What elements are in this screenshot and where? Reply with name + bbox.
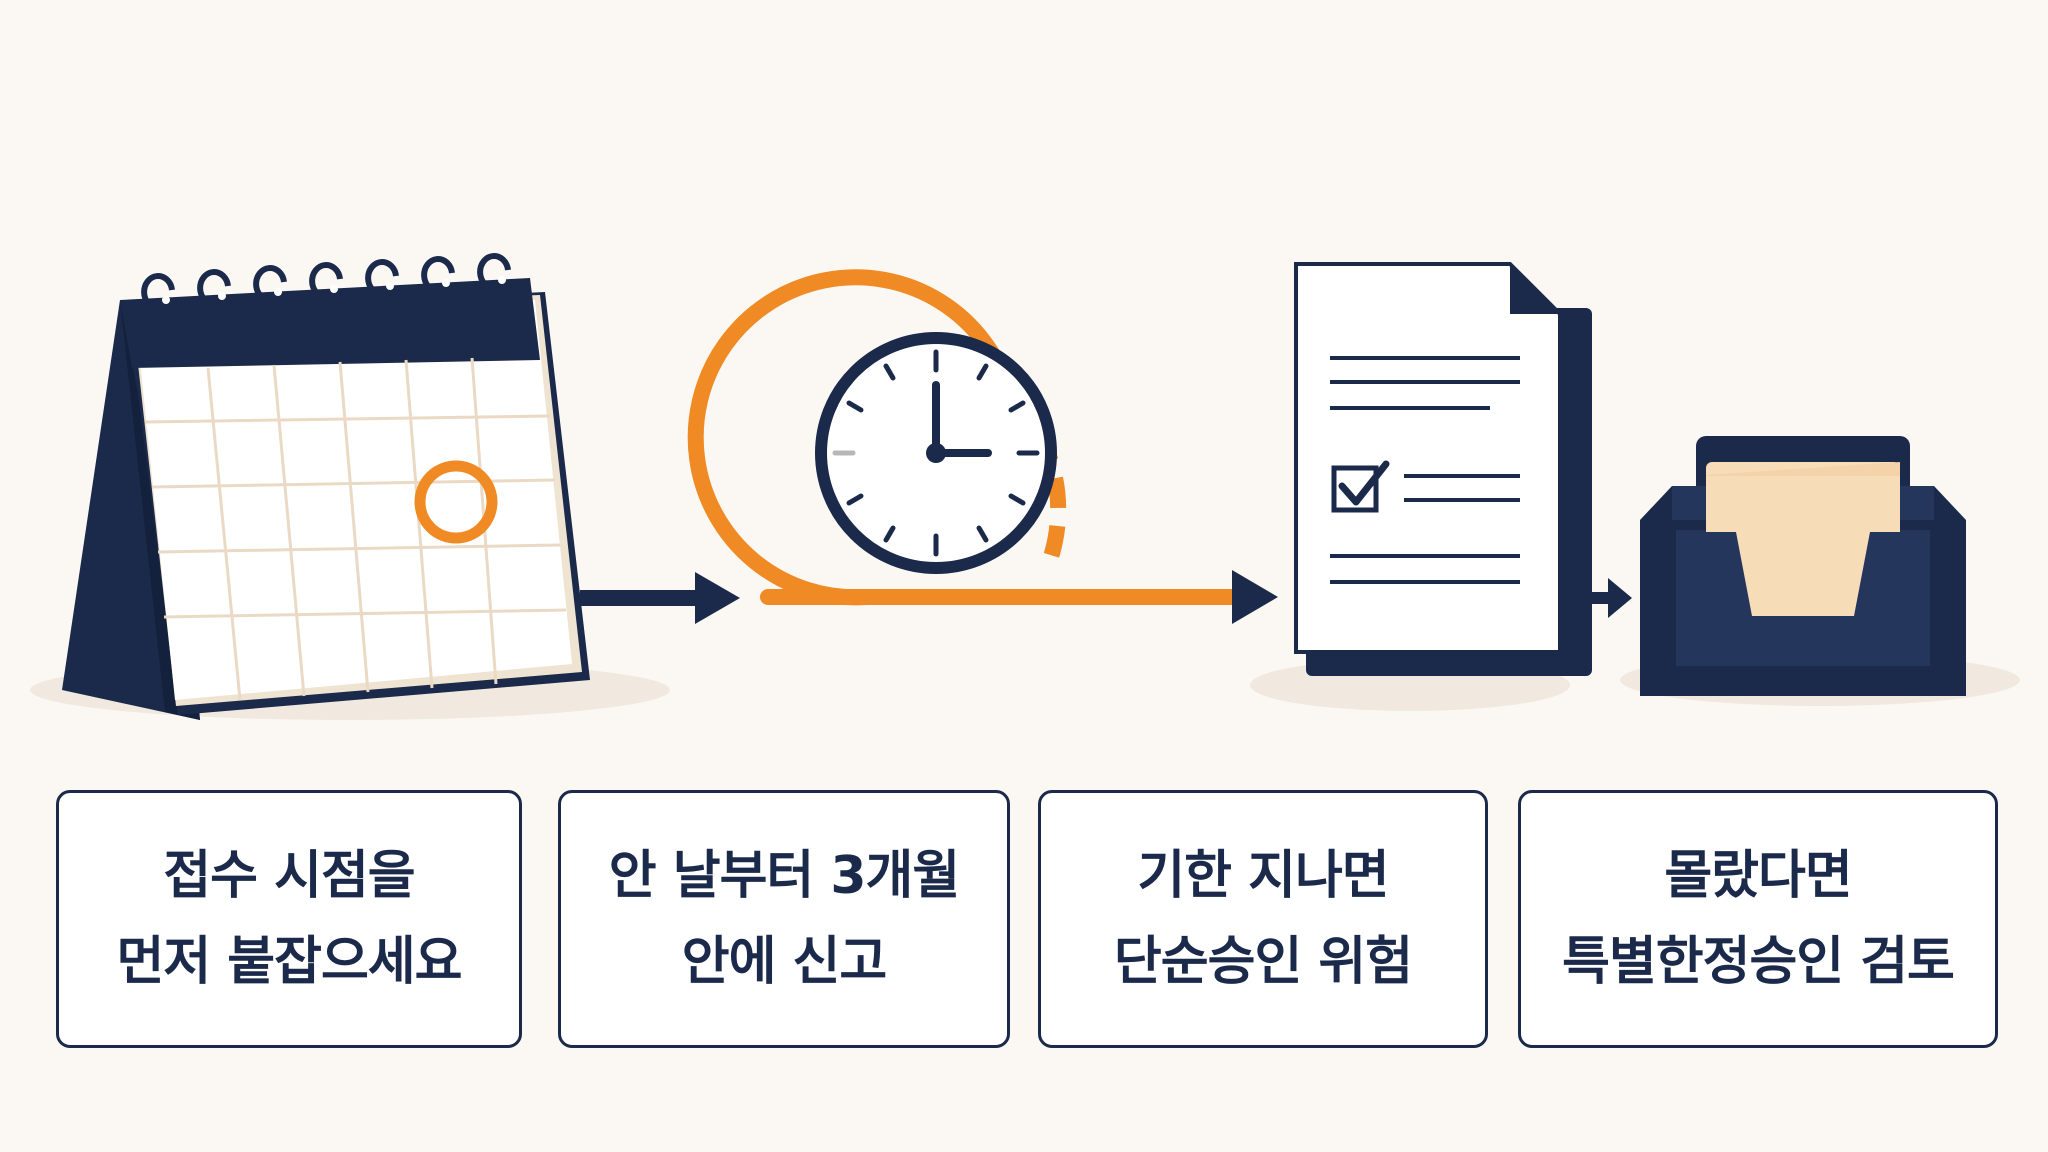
- arrow-1: [580, 572, 740, 624]
- step-card-4: 몰랐다면 특별한정승인 검토: [1518, 790, 1998, 1048]
- step-2-line-1: 안 날부터 3개월: [608, 846, 960, 906]
- step-card-3: 기한 지나면 단순승인 위험: [1038, 790, 1488, 1048]
- arrow-2: [1232, 570, 1278, 624]
- step-1-line-2: 먼저 붙잡으세요: [116, 932, 463, 992]
- step-card-2: 안 날부터 3개월 안에 신고: [558, 790, 1010, 1048]
- step-3-line-1: 기한 지나면: [1137, 846, 1389, 906]
- step-1-line-1: 접수 시점을: [163, 846, 415, 906]
- calendar-icon: [62, 253, 590, 720]
- inbox-tray-icon: [1640, 436, 1966, 696]
- clock-icon: [687, 269, 1250, 606]
- document-check-icon: [1294, 262, 1592, 676]
- step-4-line-2: 특별한정승인 검토: [1562, 932, 1955, 992]
- step-4-line-1: 몰랐다면: [1664, 846, 1852, 906]
- step-card-1: 접수 시점을 먼저 붙잡으세요: [56, 790, 522, 1048]
- arrow-3: [1576, 578, 1632, 618]
- step-2-line-2: 안에 신고: [681, 932, 887, 992]
- step-3-line-2: 단순승인 위험: [1113, 932, 1413, 992]
